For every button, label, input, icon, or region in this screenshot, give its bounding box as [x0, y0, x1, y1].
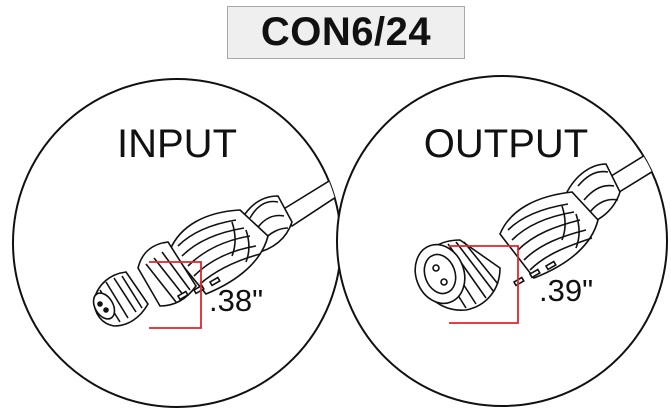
input-panel: INPUT: [12, 78, 342, 408]
input-dimension-label: .38": [209, 283, 263, 318]
title: CON6/24: [260, 10, 432, 54]
output-dimension-label: .39": [539, 273, 593, 308]
output-label: OUTPUT: [424, 122, 588, 166]
title-box: CON6/24: [227, 6, 465, 59]
input-dimension-bracket: [149, 261, 202, 329]
input-label: INPUT: [117, 122, 237, 166]
output-circle: [336, 75, 668, 407]
output-panel: OUTPUT: [336, 75, 668, 407]
output-dimension-bracket: [449, 245, 519, 324]
output-connector-drawing: [414, 134, 667, 311]
